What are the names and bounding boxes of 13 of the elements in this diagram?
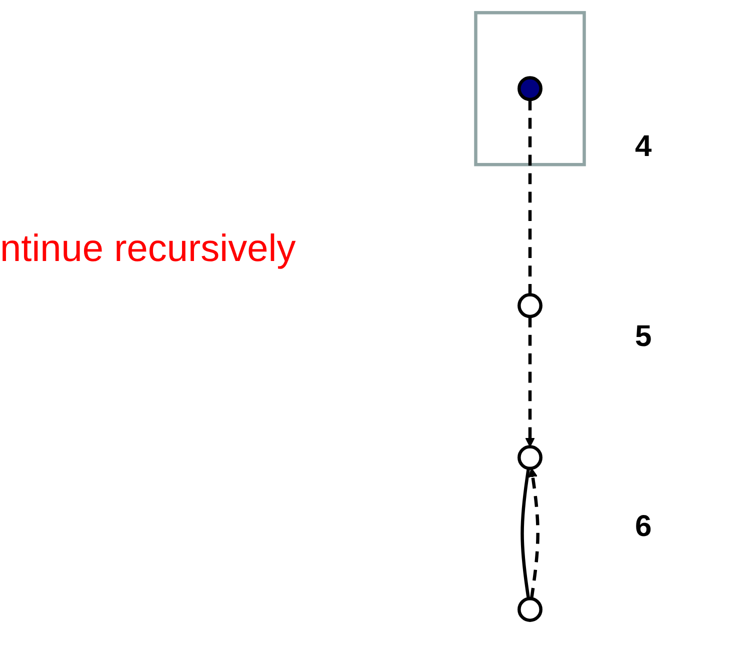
connector [520, 468, 530, 599]
arrow [528, 468, 540, 599]
arrow [525, 316, 535, 448]
node-circle [518, 597, 542, 622]
cluster [474, 11, 586, 166]
node-circle [518, 445, 542, 470]
note-text: ntinue recursively [0, 228, 296, 271]
connector [528, 99, 532, 295]
step-number: 6 [635, 510, 652, 544]
node-circle [518, 293, 542, 318]
node-circle [518, 76, 542, 102]
step-number: 5 [635, 320, 652, 354]
step-number: 4 [635, 130, 652, 164]
